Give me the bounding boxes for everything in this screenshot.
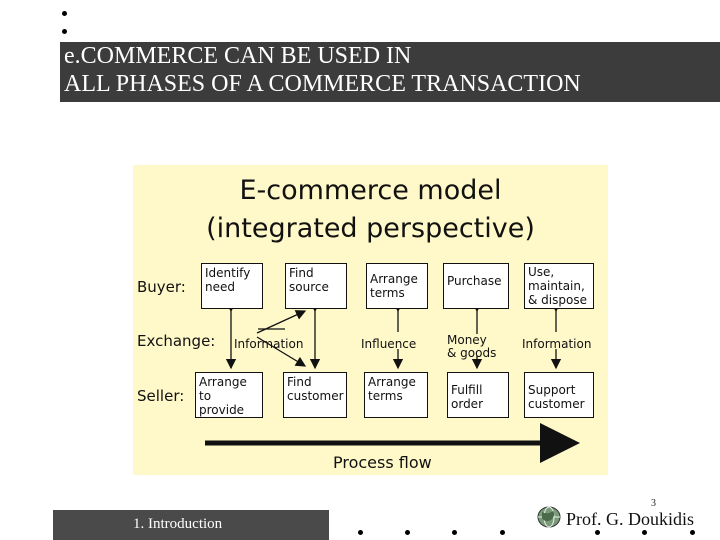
bullet-icon (62, 11, 67, 16)
process-flow-label: Process flow (333, 453, 432, 472)
exchange-influence: Influence (361, 337, 417, 351)
bullet-icon (500, 530, 505, 535)
row-label-buyer: Buyer: (137, 278, 186, 296)
page-number: 3 (651, 498, 656, 509)
arrow (256, 310, 307, 334)
seller-box-find-customer: Find customer (283, 372, 347, 418)
buyer-box-find-source: Find source (285, 263, 347, 309)
exchange-information: Information (234, 337, 304, 351)
globe-logo-icon (537, 506, 561, 528)
bullet-icon (452, 530, 457, 535)
slide-title-line-2: ALL PHASES OF A COMMERCE TRANSACTION (64, 71, 581, 97)
seller-box-support-customer: Support customer (524, 372, 594, 418)
bullet-icon (642, 530, 647, 535)
ecommerce-model-diagram: E-commerce model (integrated perspective… (133, 165, 608, 475)
bullet-icon (62, 29, 67, 34)
author-name: Prof. G. Doukidis (566, 509, 695, 529)
buyer-box-identify-need: Identify need (201, 263, 263, 309)
bullet-icon (690, 530, 695, 535)
diagram-title: E-commerce model (239, 175, 502, 206)
bullet-icon (358, 530, 363, 535)
row-label-exchange: Exchange: (137, 332, 216, 350)
footer-section-label: 1. Introduction (133, 516, 223, 532)
slide-title-bar: e.COMMERCE CAN BE USED IN ALL PHASES OF … (60, 42, 720, 102)
seller-box-arrange-to-provide: Arrange to provide (195, 372, 263, 418)
buyer-box-arrange-terms: Arrange terms (366, 263, 428, 309)
exchange-information-support: Information (522, 337, 592, 351)
slide-title-line-1: e.COMMERCE CAN BE USED IN (64, 43, 412, 69)
seller-box-arrange-terms: Arrange terms (364, 372, 428, 418)
exchange-money-goods: Money & goods (447, 333, 497, 360)
buyer-box-use-maintain-dispose: Use, maintain, & dispose (524, 263, 594, 309)
diagram-arrows (205, 301, 580, 463)
footer-bar: 1. Introduction (53, 510, 329, 540)
row-label-seller: Seller: (137, 387, 185, 405)
bullet-icon (405, 530, 410, 535)
buyer-box-purchase: Purchase (443, 263, 509, 309)
seller-box-fulfill-order: Fulfill order (447, 372, 509, 418)
diagram-subtitle: (integrated perspective) (206, 213, 535, 244)
arrow (256, 336, 307, 367)
bullet-icon (595, 530, 600, 535)
